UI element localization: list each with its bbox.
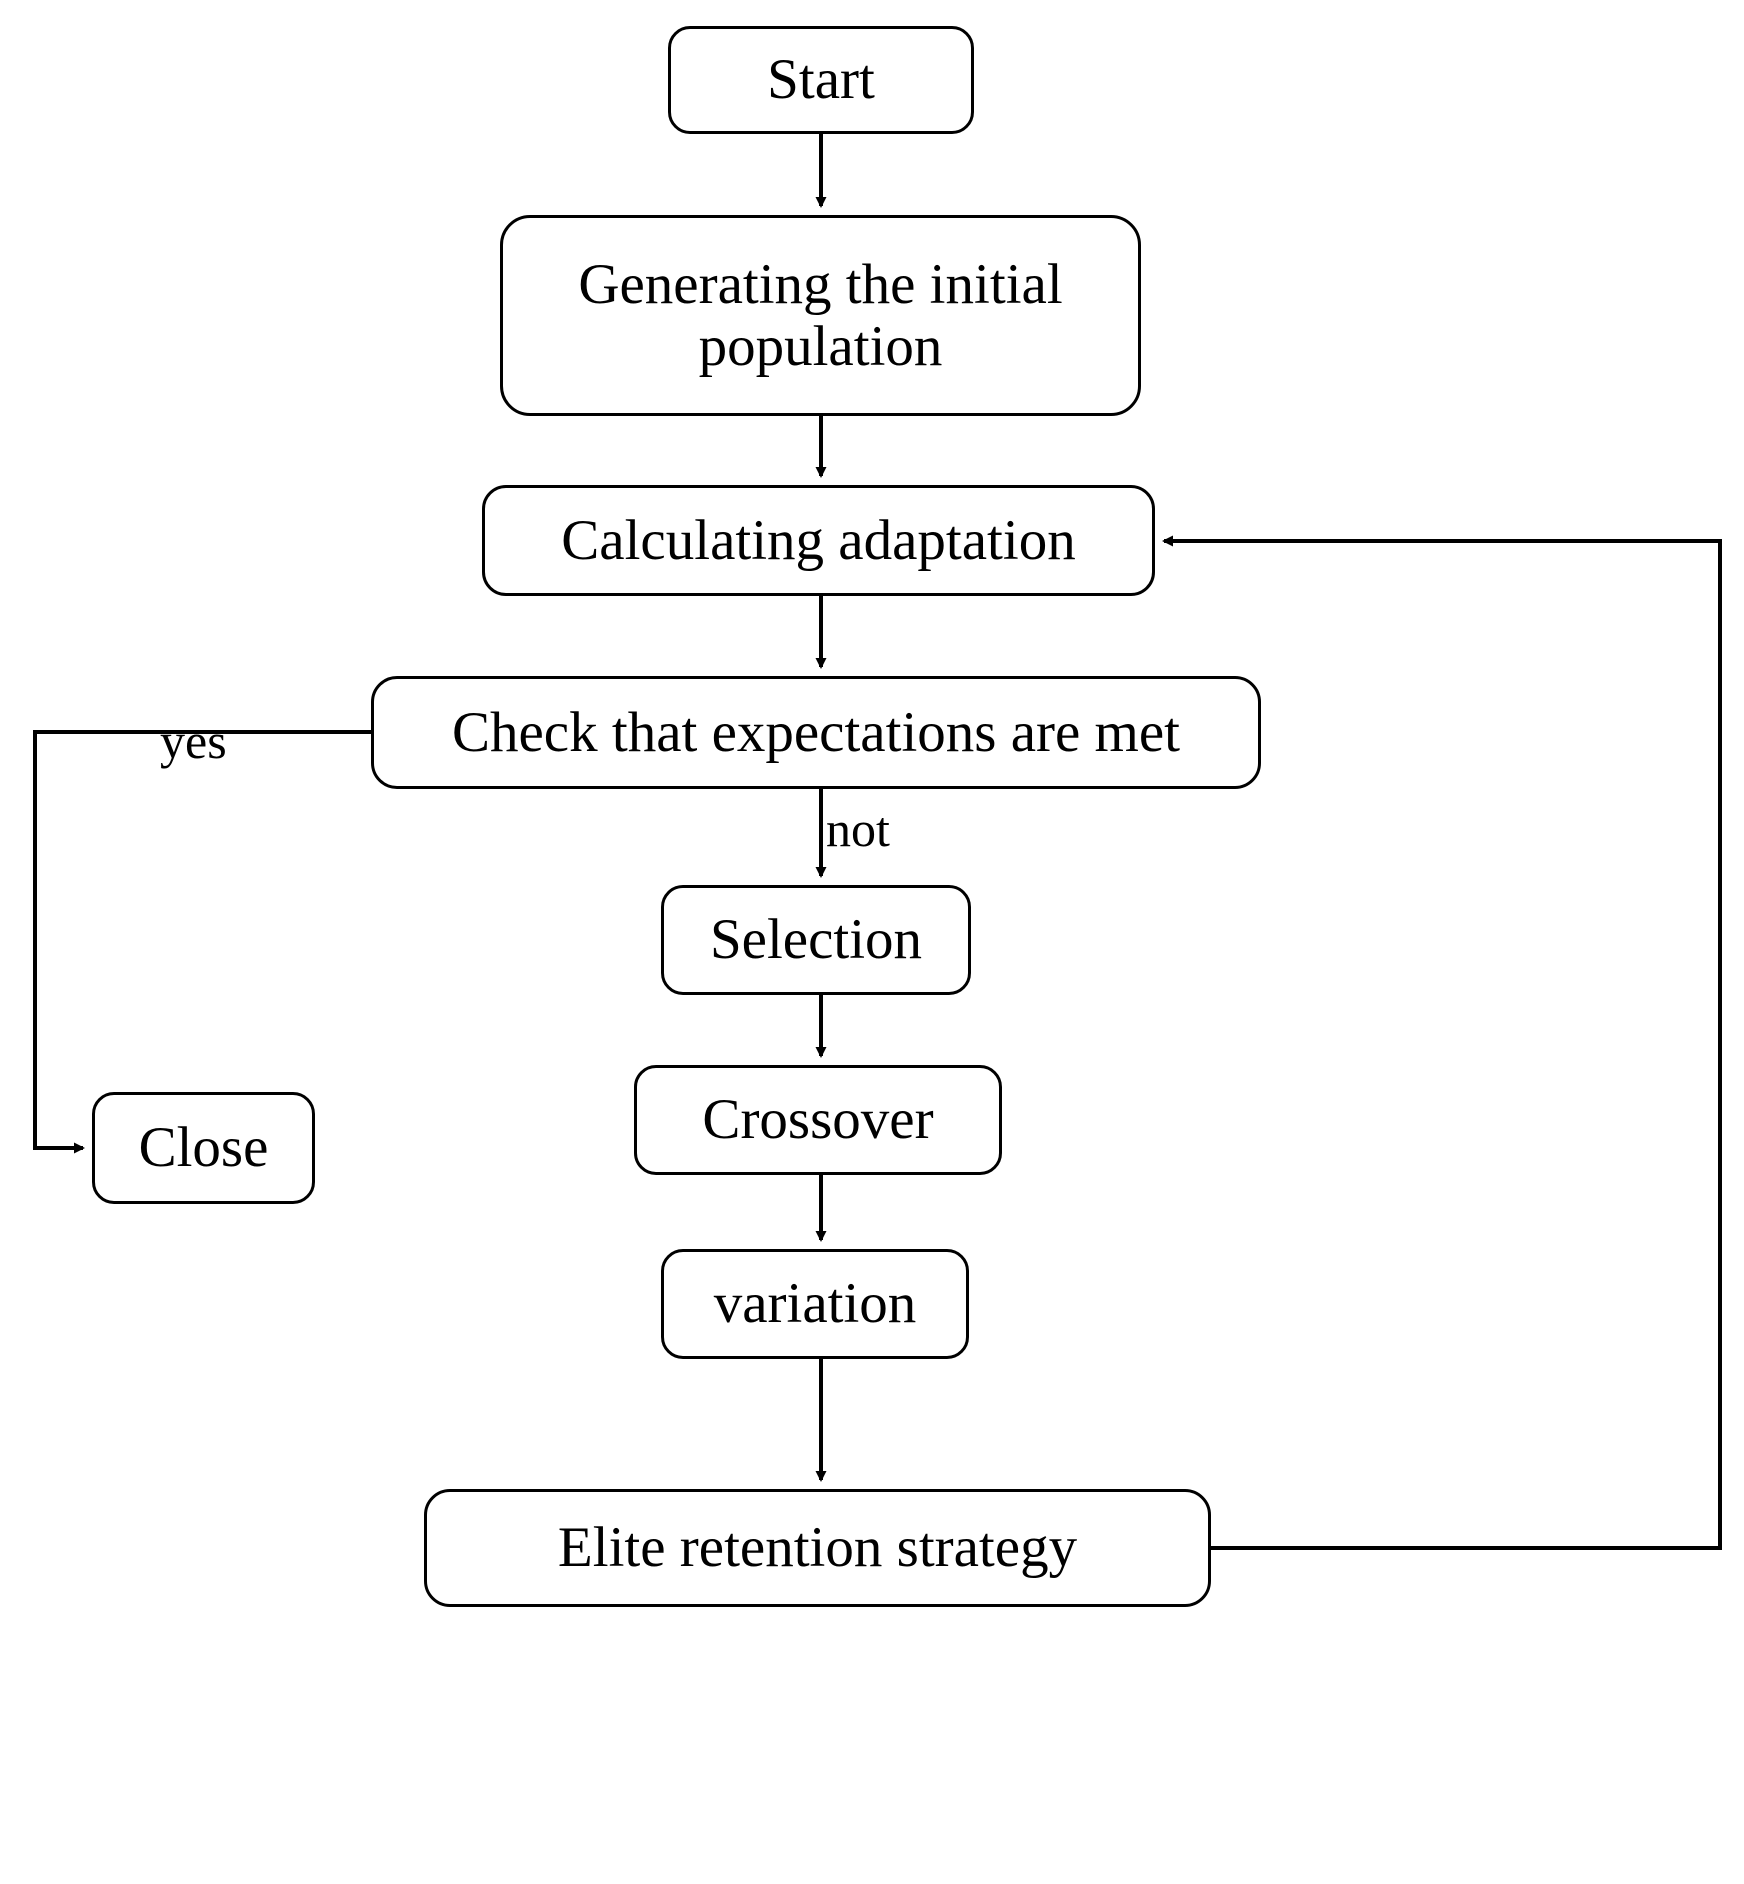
node-start[interactable]: Start (668, 26, 974, 134)
node-variation[interactable]: variation (661, 1249, 969, 1359)
node-generating-initial-population-label: Generating the initial population (578, 252, 1063, 378)
edge-label-not: not (826, 801, 890, 857)
node-calculating-adaptation[interactable]: Calculating adaptation (482, 485, 1155, 596)
edge-check-to-close (33, 730, 371, 1154)
node-elite-retention-strategy[interactable]: Elite retention strategy (424, 1489, 1211, 1607)
node-crossover-label: Crossover (702, 1088, 934, 1152)
node-close-label: Close (138, 1116, 269, 1180)
edge-elite-to-fitness (1162, 535, 1722, 1550)
node-close[interactable]: Close (92, 1092, 315, 1204)
node-selection-label: Selection (709, 908, 923, 972)
node-calculating-adaptation-label: Calculating adaptation (561, 508, 1076, 572)
node-variation-label: variation (713, 1272, 917, 1336)
node-selection[interactable]: Selection (661, 885, 971, 995)
node-check-expectations[interactable]: Check that expectations are met (371, 676, 1261, 789)
node-elite-retention-strategy-label: Elite retention strategy (557, 1516, 1078, 1580)
node-start-label: Start (767, 48, 875, 112)
node-generating-initial-population[interactable]: Generating the initial population (500, 215, 1141, 416)
node-check-expectations-label: Check that expectations are met (451, 700, 1181, 764)
edge-label-yes: yes (160, 713, 227, 769)
node-crossover[interactable]: Crossover (634, 1065, 1002, 1175)
